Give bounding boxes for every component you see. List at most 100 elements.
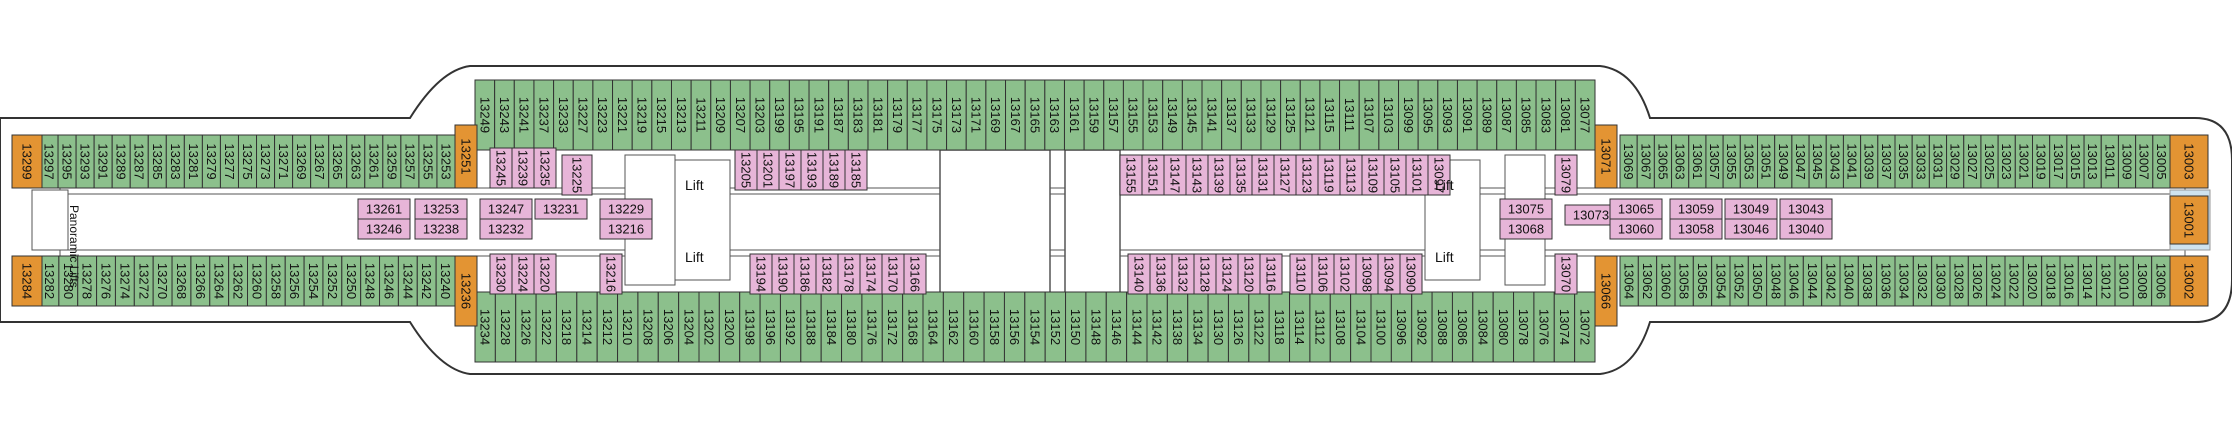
cabin-number: 13060 — [1658, 263, 1673, 299]
cabin-number: 13173 — [949, 97, 964, 133]
cabin-number: 13103 — [1381, 97, 1396, 133]
cabin-number: 13297 — [42, 143, 57, 179]
cabin-number: 13048 — [1768, 263, 1783, 299]
cabin-number: 13016 — [2062, 263, 2077, 299]
cabin-number: 13047 — [1793, 143, 1808, 179]
cabin-number: 13046 — [1733, 222, 1769, 237]
cabin-13284[interactable] — [11, 255, 43, 307]
cabin-number: 13153 — [1145, 97, 1160, 133]
cabin-number: 13125 — [1283, 97, 1298, 133]
cabin-number: 13261 — [366, 143, 381, 179]
cabin-number: 13137 — [1224, 97, 1239, 133]
cabin-13246[interactable] — [357, 218, 411, 240]
cabin-number: 13050 — [1750, 263, 1765, 299]
cabin-number: 13052 — [1732, 263, 1747, 299]
cabin-13071[interactable] — [1594, 124, 1618, 189]
cabin-13299[interactable] — [11, 134, 43, 189]
cabin-13070[interactable] — [1554, 253, 1578, 295]
cabin-number: 13214 — [580, 309, 595, 345]
cabin-13238[interactable] — [414, 218, 468, 240]
cabin-number: 13135 — [1234, 157, 1249, 193]
cabin-13046[interactable] — [1724, 218, 1778, 240]
cabin-number: 13147 — [1168, 157, 1183, 193]
cabin-13079[interactable] — [1554, 154, 1578, 196]
cabin-number: 13165 — [1028, 97, 1043, 133]
cabin-number: 13175 — [929, 97, 944, 133]
cabin-13251[interactable] — [454, 124, 478, 189]
cabin-number: 13074 — [1557, 309, 1572, 345]
cabin-13116[interactable] — [1259, 253, 1283, 295]
cabin-number: 13133 — [1244, 97, 1259, 133]
cabin-number: 13195 — [792, 97, 807, 133]
cabin-number: 13146 — [1109, 309, 1124, 345]
cabin-number: 13174 — [864, 256, 879, 292]
cabin-number: 13229 — [608, 202, 644, 217]
cabin-number: 13060 — [1618, 222, 1654, 237]
cabin-number: 13152 — [1048, 309, 1063, 345]
cabin-13066[interactable] — [1594, 255, 1618, 327]
cabin-number: 13043 — [1788, 202, 1824, 217]
cabin-number: 13005 — [2154, 143, 2169, 179]
cabin-13090[interactable] — [1399, 253, 1423, 295]
cabin-13235[interactable] — [533, 147, 557, 189]
cabin-13225[interactable] — [561, 154, 593, 196]
cabin-number: 13059 — [1678, 202, 1714, 217]
cabin-number: 13038 — [1860, 263, 1875, 299]
cabin-number: 13116 — [1264, 256, 1279, 291]
cabin-number: 13202 — [702, 309, 717, 345]
cabin-number: 13166 — [908, 256, 923, 292]
cabin-number: 13222 — [539, 309, 554, 345]
cabin-number: 13131 — [1256, 157, 1271, 193]
cabin-number: 13118 — [1272, 309, 1287, 344]
cabin-13220[interactable] — [533, 253, 557, 295]
cabin-number: 13149 — [1165, 97, 1180, 133]
cabin-13236[interactable] — [454, 255, 478, 327]
cabin-number: 13209 — [713, 97, 728, 133]
cabin-number: 13239 — [516, 150, 531, 186]
cabin-number: 13009 — [2120, 143, 2135, 179]
cabin-13040[interactable] — [1779, 218, 1833, 240]
cabin-13003[interactable] — [2169, 134, 2209, 189]
cabin-number: 13250 — [344, 263, 359, 299]
cabin-number: 13092 — [1414, 309, 1429, 345]
cabin-number: 13018 — [2043, 263, 2058, 299]
cabin-number: 13033 — [1913, 143, 1928, 179]
cabin-13068[interactable] — [1499, 218, 1553, 240]
cabin-number: 13185 — [849, 152, 864, 188]
cabin-13002[interactable] — [2169, 255, 2209, 307]
cabin-number: 13142 — [1150, 309, 1165, 345]
cabin-number: 13101 — [1410, 157, 1425, 193]
cabin-number: 13154 — [1028, 309, 1043, 345]
cabin-13185[interactable] — [844, 149, 868, 191]
cabin-13232[interactable] — [479, 218, 533, 240]
cabin-13058[interactable] — [1669, 218, 1723, 240]
cabin-13077[interactable] — [1574, 79, 1596, 151]
cabin-13216[interactable] — [599, 253, 623, 295]
cabin-13097[interactable] — [1427, 154, 1451, 196]
cabin-number: 13164 — [926, 309, 941, 345]
cabin-number: 13036 — [1878, 263, 1893, 299]
cabin-number: 13027 — [1965, 143, 1980, 179]
cabin-number: 13126 — [1231, 309, 1246, 345]
cabin-number: 13227 — [576, 97, 591, 133]
cabin-13001[interactable] — [2169, 195, 2209, 245]
cabin-number: 13233 — [556, 97, 571, 133]
cabin-number: 13235 — [538, 150, 553, 186]
cabin-13166[interactable] — [903, 253, 927, 295]
cabin-number: 13203 — [752, 97, 767, 133]
cabin-number: 13115 — [1322, 97, 1337, 132]
cabin-number: 13170 — [886, 256, 901, 292]
cabin-13072[interactable] — [1574, 291, 1596, 363]
cabin-number: 13077 — [1578, 97, 1593, 133]
cabin-number: 13215 — [654, 97, 669, 133]
cabin-13060[interactable] — [1609, 218, 1663, 240]
cabin-number: 13086 — [1455, 309, 1470, 345]
cabin-number: 13020 — [2025, 263, 2040, 299]
cabin-number: 13063 — [1673, 143, 1688, 179]
panoramic-lifts-area — [31, 189, 69, 251]
cabin-number: 13107 — [1362, 97, 1377, 133]
cabin-number: 13262 — [231, 263, 246, 299]
cabin-number: 13120 — [1242, 256, 1257, 292]
cabin-13216[interactable] — [599, 218, 653, 240]
cabin-13231[interactable] — [534, 198, 588, 220]
